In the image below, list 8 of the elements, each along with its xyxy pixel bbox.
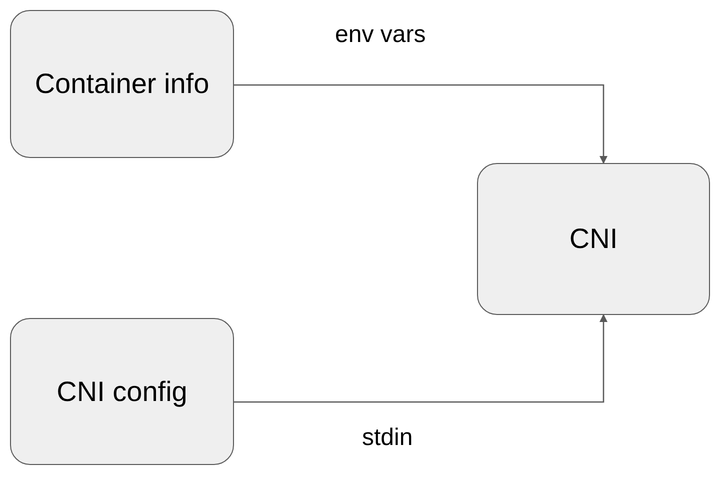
box-label: CNI [569,222,618,256]
box-label: CNI config [56,374,188,409]
arrow [234,314,608,403]
process-box [477,163,710,315]
process-box [10,10,234,158]
process-box [10,318,234,465]
box-label: Container info [34,67,210,101]
arrow [234,84,608,164]
